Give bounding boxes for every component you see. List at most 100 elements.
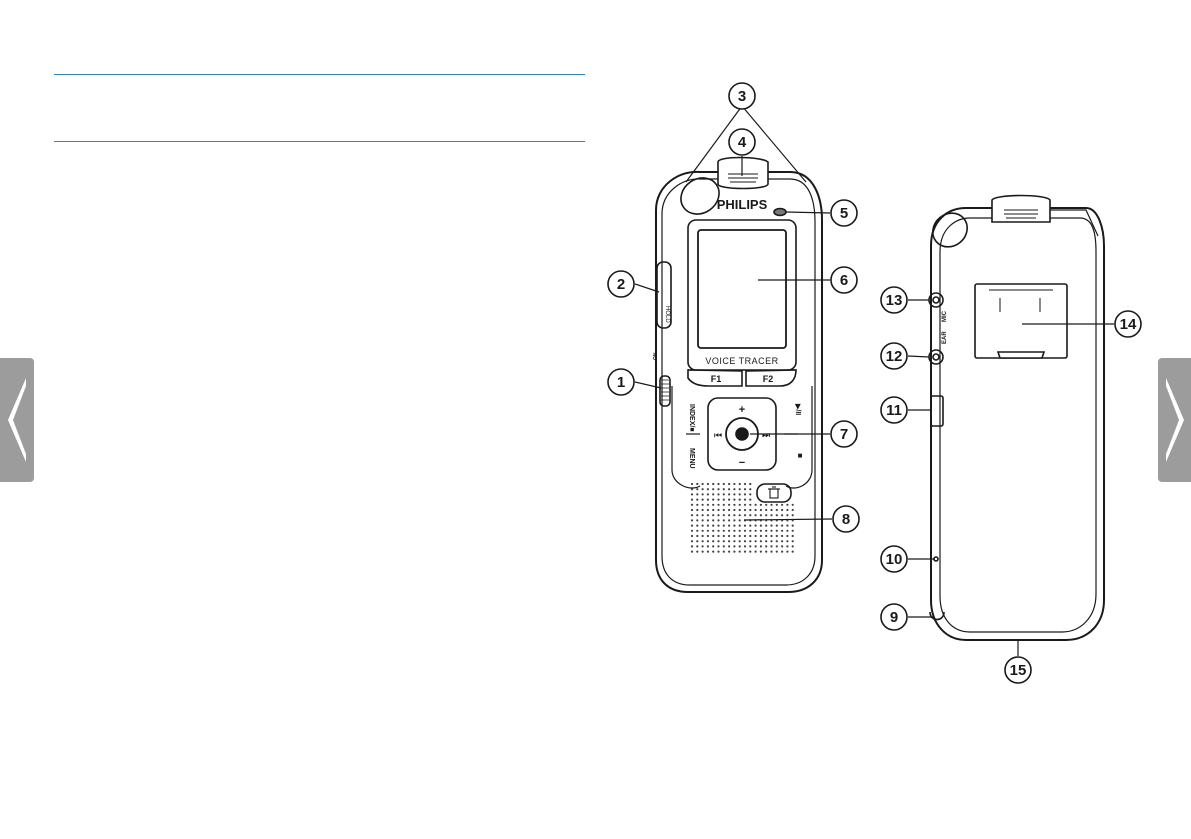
grille-dot <box>738 503 741 506</box>
callout-circle <box>728 128 756 156</box>
left-microphone <box>680 177 720 215</box>
grille-dot <box>696 482 699 486</box>
grille-dot <box>765 514 768 517</box>
grille-dot <box>722 540 725 543</box>
grille-dot <box>749 550 752 553</box>
usb-port <box>930 395 944 427</box>
grille-dot <box>696 540 699 543</box>
grille-dot <box>791 545 794 548</box>
grille-dot <box>717 482 720 486</box>
callout-circle <box>880 286 908 314</box>
callout-number: 15 <box>1010 662 1027 679</box>
grille-dot <box>749 488 752 491</box>
grille-dot <box>765 524 768 527</box>
grille-dot <box>749 545 752 548</box>
grille-dot <box>717 534 720 538</box>
grille-dot <box>775 524 778 527</box>
grille-dot <box>749 514 752 517</box>
callout-9: 9 <box>880 603 908 631</box>
grille-dot <box>717 498 720 501</box>
grille-dot <box>728 519 731 522</box>
grille-dot <box>717 545 720 548</box>
grille-dot <box>786 529 789 532</box>
grille-dot <box>743 534 747 538</box>
callout-circle <box>607 270 635 298</box>
grille-dot <box>690 514 694 517</box>
grille-dot <box>717 488 720 491</box>
grille-dot <box>781 540 784 543</box>
grille-dot <box>770 508 773 512</box>
grille-dot <box>690 545 694 548</box>
grille-dot <box>743 493 747 496</box>
next-page-button[interactable] <box>1158 358 1191 482</box>
grille-dot <box>738 493 741 496</box>
grille-dot <box>696 503 699 506</box>
reset-hole <box>933 556 939 562</box>
grille-dot <box>759 508 763 512</box>
grille-dot <box>781 524 784 527</box>
grille-dot <box>791 529 794 532</box>
volume-down-label: − <box>739 457 745 469</box>
rewind-icon: ⏮ <box>714 430 722 440</box>
grille-dot <box>701 488 704 491</box>
grille-dot <box>706 529 710 532</box>
grille-dot <box>749 503 752 506</box>
grille-dot <box>717 514 720 517</box>
grille-dot <box>706 534 710 538</box>
grille-dot <box>765 540 768 543</box>
grille-dot <box>728 524 731 527</box>
grille-dot <box>712 540 715 543</box>
grille-dot <box>738 519 741 522</box>
grille-dot <box>775 503 778 506</box>
grille-dot <box>738 550 741 553</box>
grille-dot <box>722 514 725 517</box>
grille-dot <box>759 540 763 543</box>
grille-dot <box>786 540 789 543</box>
grille-dot <box>722 503 725 506</box>
brand-logo: PHILIPS <box>717 197 768 212</box>
grille-dot <box>722 508 725 512</box>
grille-dot <box>738 540 741 543</box>
grille-dot <box>781 514 784 517</box>
header-rule-bottom <box>54 141 585 142</box>
hold-label: HOLD <box>664 306 670 323</box>
ear-label: EAR <box>942 331 948 344</box>
model-label: VOICE TRACER <box>705 356 778 366</box>
callout-circle <box>830 420 858 448</box>
grille-dot <box>733 482 736 486</box>
grille-dot <box>696 529 699 532</box>
grille-dot <box>696 508 699 512</box>
grille-dot <box>696 519 699 522</box>
grille-dot <box>749 498 752 501</box>
callout-8: 8 <box>832 505 860 533</box>
grille-dot <box>690 503 694 506</box>
grille-dot <box>696 498 699 501</box>
chevron-right-icon <box>1166 378 1184 462</box>
grille-dot <box>743 482 747 486</box>
callout-circle <box>607 368 635 396</box>
front-device <box>655 156 823 593</box>
grille-dot <box>706 550 710 553</box>
grille-dot <box>754 545 757 548</box>
previous-page-button[interactable] <box>0 358 34 482</box>
grille-dot <box>690 498 694 501</box>
grille-dot <box>743 540 747 543</box>
grille-dot <box>717 503 720 506</box>
f1-button <box>687 369 743 387</box>
grille-dot <box>754 534 757 538</box>
grille-dot <box>765 550 768 553</box>
grille-dot <box>770 529 773 532</box>
grille-dot <box>759 529 763 532</box>
grille-dot <box>759 524 763 527</box>
grille-dot <box>765 503 768 506</box>
grille-dot <box>738 524 741 527</box>
grille-dot <box>722 519 725 522</box>
grille-dot <box>712 524 715 527</box>
grille-dot <box>701 545 704 548</box>
callout-7: 7 <box>830 420 858 448</box>
callout-number: 6 <box>840 272 848 289</box>
grille-dot <box>733 534 736 538</box>
grille-dot <box>712 508 715 512</box>
grille-dot <box>712 482 715 486</box>
